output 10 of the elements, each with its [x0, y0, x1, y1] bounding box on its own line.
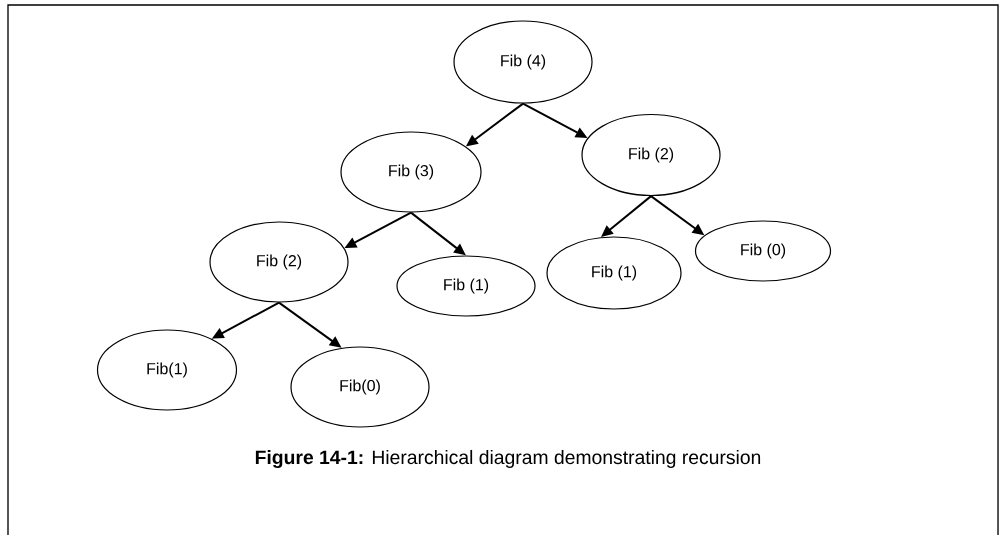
figure-caption: Figure 14-1: Hierarchical diagram demonstrating recursion	[255, 449, 761, 469]
ellipse-node: Fib (2)	[581, 113, 721, 197]
ellipse-node: Fib (3)	[340, 131, 482, 213]
ellipse-node: Fib (1)	[546, 236, 682, 310]
ellipse-node: Fib (4)	[453, 20, 593, 104]
ellipse-node: Fib (0)	[694, 220, 832, 282]
ellipse-node: Fib (1)	[396, 255, 536, 317]
ellipse-node: Fib(0)	[290, 346, 430, 428]
ellipse-node: Fib (2)	[209, 221, 349, 303]
ellipse-node: Fib(1)	[96, 329, 238, 411]
